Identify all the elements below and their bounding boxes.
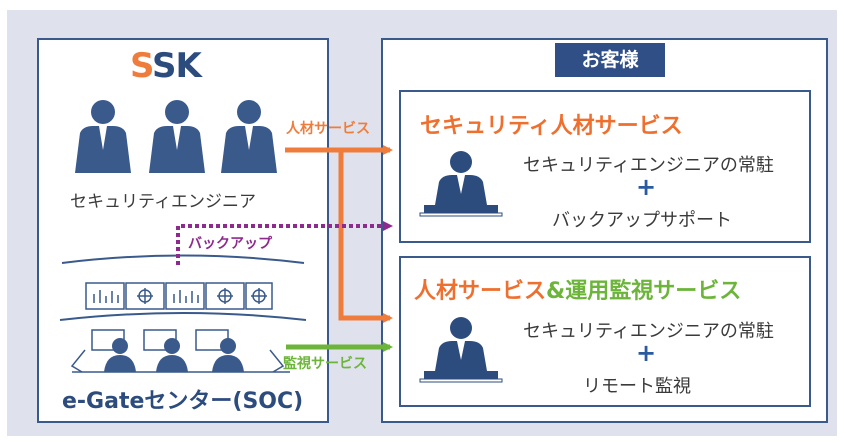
talent-service-label: 人材サービス xyxy=(286,121,370,137)
operator-desk-icon xyxy=(70,329,290,373)
ssk-logo: SSK xyxy=(130,46,202,86)
person-icon xyxy=(221,100,277,173)
plan1-title: セキュリティ人材サービス xyxy=(420,114,683,139)
person-icon xyxy=(75,100,131,173)
plan2-title-part2: 運用監視サービス xyxy=(565,279,742,304)
egate-center-label: e-Gateセンター(SOC) xyxy=(62,389,304,414)
plan2-title-part1: 人材サービス xyxy=(414,279,547,304)
plan2-line1: セキュリティエンジニアの常駐 xyxy=(523,321,774,342)
plan1-line2: バックアップサポート xyxy=(552,210,732,231)
monitoring-service-label: 監視サービス xyxy=(283,356,367,372)
plan2-plus: + xyxy=(636,339,657,367)
plan2-title: 人材サービス&運用監視サービス xyxy=(414,273,741,305)
engineers-label: セキュリティエンジニア xyxy=(70,192,256,212)
customer-header: お客様 xyxy=(555,43,665,77)
plan1-line1: セキュリティエンジニアの常駐 xyxy=(523,155,774,176)
person-icon xyxy=(149,100,205,173)
plan1-plus: + xyxy=(636,173,657,201)
person-icon xyxy=(419,151,503,217)
plan2-title-amp: & xyxy=(546,279,566,304)
plan2-line2: リモート監視 xyxy=(583,376,691,397)
backup-label: バックアップ xyxy=(188,236,272,252)
person-icon xyxy=(419,317,503,383)
monitor-icon xyxy=(85,282,273,310)
